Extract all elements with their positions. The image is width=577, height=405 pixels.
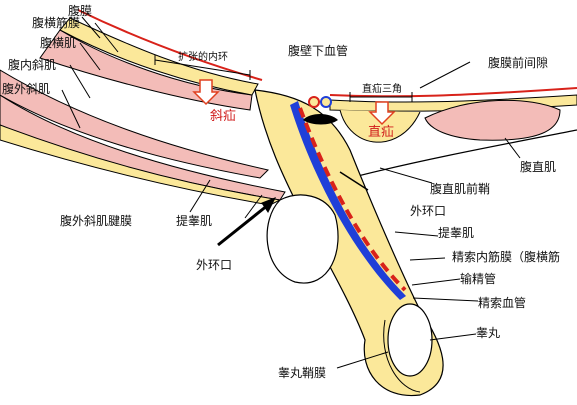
rectus-region <box>329 87 577 179</box>
label-internal-spermatic-fascia: 精索内筋膜（腹横筋 <box>452 250 561 264</box>
label-external-ring-left: 外环口 <box>196 258 233 272</box>
inferior-epigastric-vessels <box>303 96 338 125</box>
label-peritoneum: 腹膜 <box>68 4 93 18</box>
label-hesselbach-triangle: 直疝三角 <box>362 84 402 95</box>
external-oblique-aponeurosis <box>0 124 282 206</box>
label-cremaster-right: 提睾肌 <box>438 226 475 240</box>
label-direct-hernia: 直疝 <box>368 125 395 140</box>
leader-lines <box>61 16 521 369</box>
testis-shape <box>387 303 433 377</box>
label-cremaster-left: 提睾肌 <box>176 214 213 228</box>
label-inferior-epigastric: 腹壁下血管 <box>288 44 349 58</box>
indirect-hernia-arrow <box>192 79 220 106</box>
label-testis: 睾丸 <box>476 326 501 340</box>
rectus-muscle <box>424 99 561 141</box>
peritoneum-line-right <box>329 87 577 98</box>
transversus-muscle <box>39 29 253 111</box>
label-external-oblique-aponeurosis: 腹外斜肌腱膜 <box>60 214 133 228</box>
abdominal-wall-layers <box>0 9 286 206</box>
label-dilated-internal-ring: 扩张的内环 <box>178 52 228 63</box>
label-transversalis-fascia: 腹横筋膜 <box>32 16 81 30</box>
label-vas-deferens: 输精管 <box>460 272 497 286</box>
label-rectus-sheath: 腹直肌前鞘 <box>430 182 491 196</box>
rectus-sheath-line <box>349 129 577 179</box>
label-external-oblique: 腹外斜肌 <box>2 82 51 96</box>
internal-oblique-muscle <box>0 69 269 179</box>
label-spermatic-vessels: 精索血管 <box>478 296 527 310</box>
label-preperitoneal-space: 腹膜前间隙 <box>488 56 549 70</box>
dimension-brackets <box>154 55 413 102</box>
label-external-ring-right: 外环口 <box>410 204 447 218</box>
label-internal-oblique: 腹内斜肌 <box>8 58 57 72</box>
label-indirect-hernia: 斜疝 <box>210 109 237 124</box>
spermatic-cord <box>254 89 444 397</box>
external-ring-arrows <box>217 171 369 247</box>
direct-hernia-arrow <box>368 101 396 126</box>
label-rectus: 腹直肌 <box>520 160 557 174</box>
indirect-hernia-sac <box>266 194 339 284</box>
direct-hernia-sac <box>339 109 421 143</box>
hernia-arrows <box>192 79 396 126</box>
tunica-vaginalis-line <box>383 319 421 393</box>
label-tunica-vaginalis: 睾丸鞘膜 <box>278 366 327 380</box>
vas-deferens-vessel-blue <box>290 101 406 300</box>
label-transversus: 腹横肌 <box>40 36 77 50</box>
transversalis-fascia-layer <box>59 17 259 96</box>
